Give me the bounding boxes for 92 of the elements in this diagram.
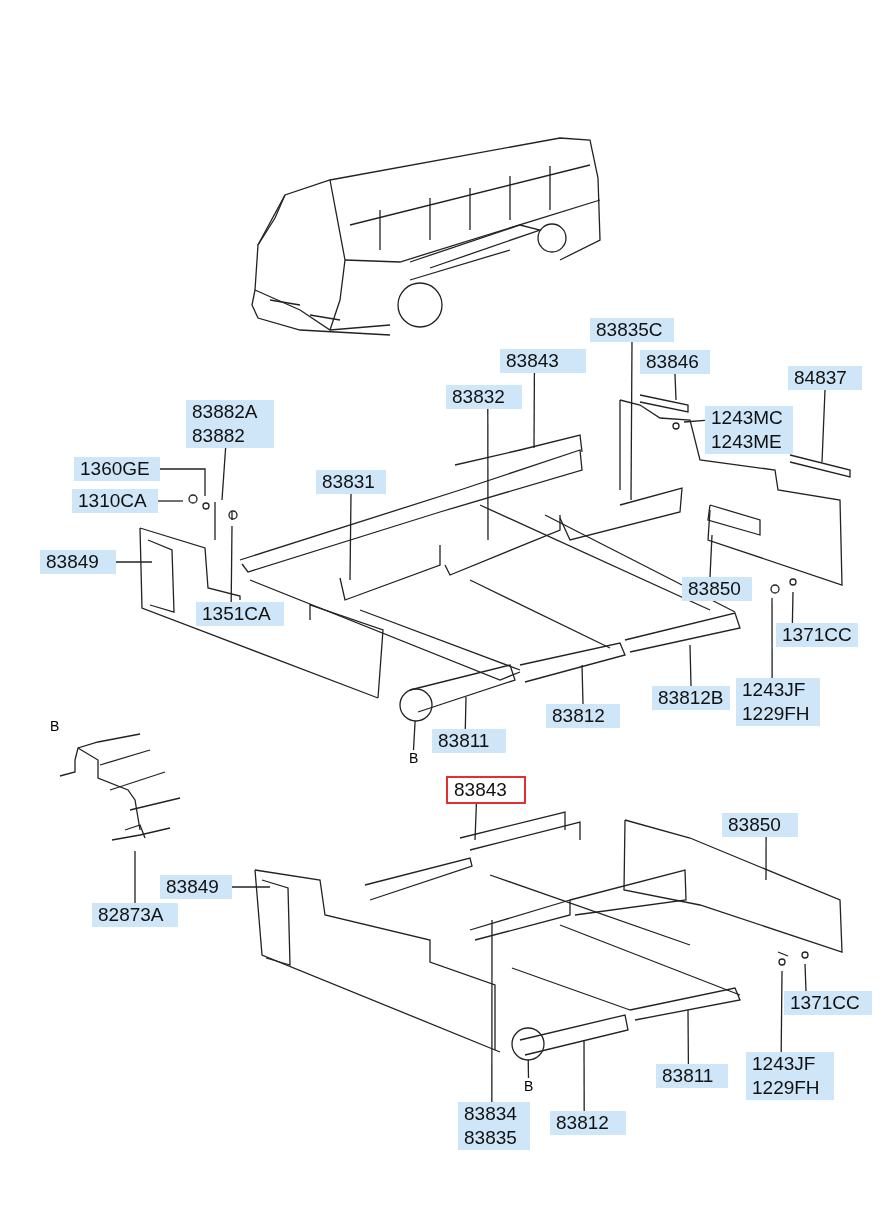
part-number: 83846	[646, 350, 700, 374]
leader-line	[157, 500, 184, 502]
detail-circle	[399, 688, 433, 722]
leader-line	[821, 389, 826, 463]
callout-label	[446, 776, 526, 804]
part-number: 1229FH	[742, 702, 811, 726]
leader-line	[464, 696, 467, 730]
part-number: 83812B	[658, 686, 724, 710]
part-number: 84837	[794, 366, 848, 390]
callout-label	[652, 686, 730, 710]
leader-line	[231, 886, 271, 888]
part-number: 83835	[464, 1126, 518, 1150]
leader-line	[771, 597, 773, 679]
part-number: 83850	[728, 813, 782, 837]
leader-line	[683, 419, 706, 423]
leader-line	[804, 963, 807, 992]
leader-line	[791, 591, 794, 624]
leader-line	[581, 664, 584, 705]
callout-label	[722, 813, 798, 837]
callout-label	[160, 875, 232, 899]
callout-label	[92, 903, 178, 927]
callout-label	[550, 1111, 626, 1135]
part-number: 1243MC	[711, 406, 784, 430]
callout-label	[458, 1102, 530, 1150]
leader-line	[687, 1009, 690, 1065]
callout-label	[74, 457, 160, 481]
leader-line	[533, 372, 536, 449]
callout-label	[590, 318, 674, 342]
callout-label	[682, 577, 752, 601]
callout-label	[432, 729, 506, 753]
callout-label	[546, 704, 620, 728]
part-number: 1243JF	[752, 1052, 817, 1076]
part-number: 1351CA	[202, 602, 272, 626]
leader-line	[349, 493, 352, 581]
callout-label	[72, 489, 158, 513]
part-number: 82873A	[98, 903, 165, 927]
leader-line	[412, 720, 416, 751]
part-number: 1310CA	[78, 489, 148, 513]
part-number: 1371CC	[790, 991, 861, 1015]
callout-label	[316, 470, 386, 494]
leader-line	[527, 1059, 530, 1079]
part-number: 83849	[166, 875, 220, 899]
part-number: 83812	[556, 1111, 610, 1135]
callout-label	[446, 385, 522, 409]
part-number: 83834	[464, 1102, 518, 1126]
part-number: 83832	[452, 385, 506, 409]
part-number: 1243ME	[711, 430, 783, 454]
part-number: 83882	[192, 424, 246, 448]
part-number: 83835C	[596, 318, 664, 342]
callout-label	[736, 678, 820, 726]
detail-letter: B	[524, 1078, 534, 1094]
part-number: 83849	[46, 550, 100, 574]
leader-line	[780, 970, 783, 1053]
callout-label	[186, 400, 274, 448]
callout-label	[705, 406, 793, 454]
leader-line	[474, 803, 478, 841]
leader-line	[709, 534, 713, 578]
leader-line	[230, 525, 233, 603]
part-number: 1371CC	[782, 623, 852, 647]
leader-line	[491, 919, 493, 1103]
callout-label	[784, 991, 872, 1015]
callout-label	[40, 550, 116, 574]
part-number: 1243JF	[742, 678, 807, 702]
leader-line	[159, 468, 206, 497]
part-number: 83831	[322, 470, 376, 494]
part-number: 1229FH	[752, 1076, 821, 1100]
part-number: 83811	[438, 729, 491, 753]
callout-label	[196, 602, 284, 626]
part-number: 83843	[506, 349, 560, 373]
leader-line	[583, 1039, 585, 1112]
callout-label	[656, 1064, 728, 1088]
part-number: 83811	[662, 1064, 715, 1088]
detail-letter: B	[50, 718, 60, 734]
callout-label	[500, 349, 586, 373]
leader-line	[674, 373, 677, 401]
leader-line	[689, 644, 692, 687]
callout-label	[746, 1052, 834, 1100]
part-number: 83882A	[192, 400, 259, 424]
leader-line	[630, 341, 633, 501]
leader-line	[221, 447, 227, 501]
detail-circle	[511, 1027, 545, 1061]
part-number: 83850	[688, 577, 742, 601]
leader-line	[115, 561, 153, 563]
part-number: 83812	[552, 704, 606, 728]
callout-label	[640, 350, 710, 374]
callout-label	[788, 366, 862, 390]
leader-line	[487, 408, 489, 541]
part-number: 83843	[454, 778, 508, 802]
leader-line	[134, 850, 136, 904]
part-number: 1360GE	[80, 457, 151, 481]
detail-letter: B	[409, 750, 419, 766]
leader-line	[765, 836, 767, 881]
